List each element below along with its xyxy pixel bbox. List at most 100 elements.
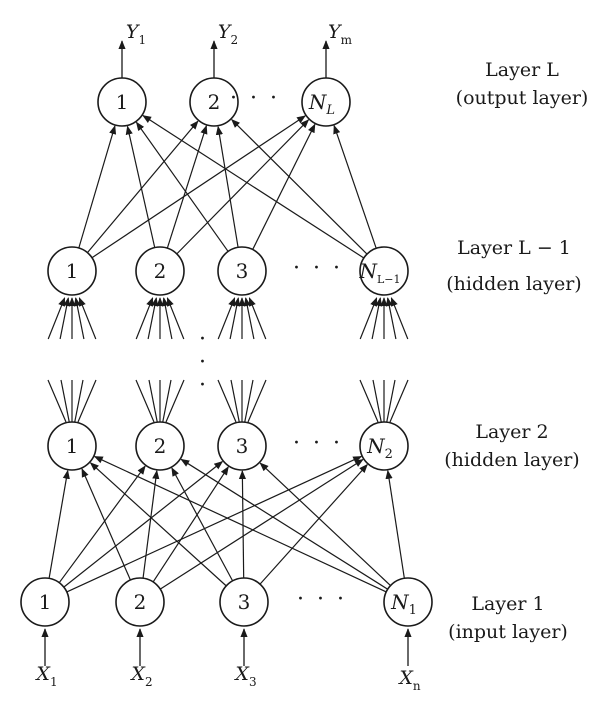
- outgoing-line-1-4: [74, 379, 84, 423]
- incoming-arrow-2-1: [135, 297, 154, 340]
- incoming-arrow-2-2: [147, 297, 159, 340]
- incoming-arrow-4-2: [371, 297, 383, 340]
- output-label-1: Y1: [126, 21, 146, 47]
- node-label: 3: [236, 259, 249, 283]
- layer-title-output: Layer L: [485, 59, 559, 81]
- node-output-2: 2: [189, 77, 239, 127]
- vertical-dot-2: ·: [199, 350, 209, 375]
- incoming-arrow-4-1: [359, 297, 378, 340]
- layer-title-input: Layer 1: [471, 593, 544, 615]
- layer-title-hidden-last: Layer L − 1: [457, 237, 571, 259]
- outgoing-line-4-2: [372, 379, 382, 423]
- outgoing-line-1-1: [47, 379, 67, 423]
- node-hidden-2-3: 3: [217, 421, 267, 471]
- incoming-arrow-1-5: [78, 297, 97, 340]
- node-input-1: 1: [20, 577, 70, 627]
- incoming-arrow-4-5: [390, 297, 409, 340]
- node-label: 2: [154, 259, 167, 283]
- outgoing-line-2-1: [135, 379, 155, 423]
- incoming-arrow-3-5: [248, 297, 267, 340]
- outgoing-line-4-5: [389, 379, 409, 423]
- node-hidden-2-2: 2: [135, 421, 185, 471]
- edge-hidden-last-1-to-output-1: [78, 125, 117, 249]
- node-label: NL−1: [358, 259, 400, 286]
- layer-ellipses: · · · · · · · · · · · ·: [230, 86, 347, 612]
- output-label-3: Ym: [328, 21, 353, 47]
- outgoing-line-1-2: [60, 379, 70, 423]
- incoming-arrow-1-4: [73, 297, 85, 340]
- node-input-2: 2: [115, 577, 165, 627]
- outgoing-line-2-2: [148, 379, 158, 423]
- edge-input-3-to-hidden-2-1: [89, 462, 227, 587]
- incoming-arrow-3-1: [217, 297, 236, 340]
- node-label: 2: [154, 434, 167, 458]
- outgoing-line-4-4: [386, 379, 396, 423]
- node-label: 1: [66, 434, 79, 458]
- outgoing-line-3-2: [230, 379, 240, 423]
- outgoing-line-3-5: [247, 379, 267, 423]
- layer-subtitle-hidden-2: (hidden layer): [444, 449, 579, 471]
- node-circle: [219, 577, 269, 627]
- node-label: 3: [236, 434, 249, 458]
- node-circle: [217, 421, 267, 471]
- node-hidden-last-1: 1: [47, 246, 97, 296]
- edge-input-4-to-hidden-2-4: [385, 469, 405, 579]
- node-hidden-2-1: 1: [47, 421, 97, 471]
- input-label-2: X2: [129, 663, 152, 689]
- node-input-3: 3: [219, 577, 269, 627]
- edge-hidden-last-3-to-output-2: [215, 125, 239, 248]
- outgoing-line-3-1: [217, 379, 237, 423]
- node-circle: [47, 421, 97, 471]
- node-label: 2: [134, 590, 147, 614]
- node-hidden-last-4: NL−1: [358, 246, 409, 296]
- node-circle: [189, 77, 239, 127]
- vertical-dot-3: ·: [199, 373, 209, 398]
- node-circle: [20, 577, 70, 627]
- ellipsis-input: · · ·: [297, 587, 347, 612]
- edge-hidden-last-3-to-output-3: [252, 123, 316, 250]
- edge-hidden-last-1-to-output-2: [86, 120, 199, 254]
- edge-hidden-last-4-to-output-2: [231, 118, 368, 255]
- edge-input-1-to-hidden-2-1: [48, 469, 70, 579]
- node-hidden-last-2: 2: [135, 246, 185, 296]
- node-circle: [135, 246, 185, 296]
- node-label: 1: [66, 259, 79, 283]
- edge-hidden-last-2-to-output-3: [176, 119, 310, 255]
- incoming-arrow-1-2: [59, 297, 71, 340]
- node-circle: [97, 77, 147, 127]
- outgoing-line-2-5: [165, 379, 185, 423]
- edge-hidden-last-3-to-output-1: [135, 121, 229, 252]
- edge-hidden-last-2-to-output-1: [125, 125, 156, 248]
- edge-hidden-last-1-to-output-3: [91, 115, 306, 259]
- vertical-dot-1: ·: [199, 327, 209, 352]
- edge-hidden-last-4-to-output-1: [142, 115, 365, 259]
- node-label: N2: [366, 434, 393, 462]
- node-hidden-2-4: N2: [359, 421, 409, 471]
- outgoing-line-2-4: [162, 379, 172, 423]
- layer-subtitle-output: (output layer): [456, 87, 589, 109]
- node-output-3: NL: [301, 77, 351, 127]
- edge-input-2-to-hidden-2-3: [152, 466, 229, 583]
- output-label-2: Y2: [218, 21, 238, 47]
- edge-hidden-last-2-to-output-2: [166, 124, 208, 249]
- incoming-arrow-2-5: [166, 297, 185, 340]
- node-label: 3: [238, 590, 251, 614]
- incoming-arrow-2-4: [161, 297, 173, 340]
- edge-input-3-to-hidden-2-4: [259, 463, 368, 585]
- node-label: NL: [308, 90, 335, 118]
- incoming-arrow-3-4: [243, 297, 255, 340]
- node-circle: [217, 246, 267, 296]
- node-circle: [383, 577, 433, 627]
- edge-input-4-to-hidden-2-2: [180, 458, 389, 590]
- edge-input-2-to-hidden-2-1: [81, 468, 131, 581]
- node-circle: [47, 246, 97, 296]
- node-output-1: 1: [97, 77, 147, 127]
- outgoing-line-4-1: [359, 379, 379, 423]
- node-circle: [359, 246, 409, 296]
- node-label: 2: [208, 90, 221, 114]
- edge-input-1-to-hidden-2-3: [63, 460, 224, 588]
- edge-hidden-last-4-to-output-3: [333, 124, 377, 249]
- incoming-arrow-4-4: [385, 297, 397, 340]
- ellipsis-hidden-last: · · ·: [293, 256, 343, 281]
